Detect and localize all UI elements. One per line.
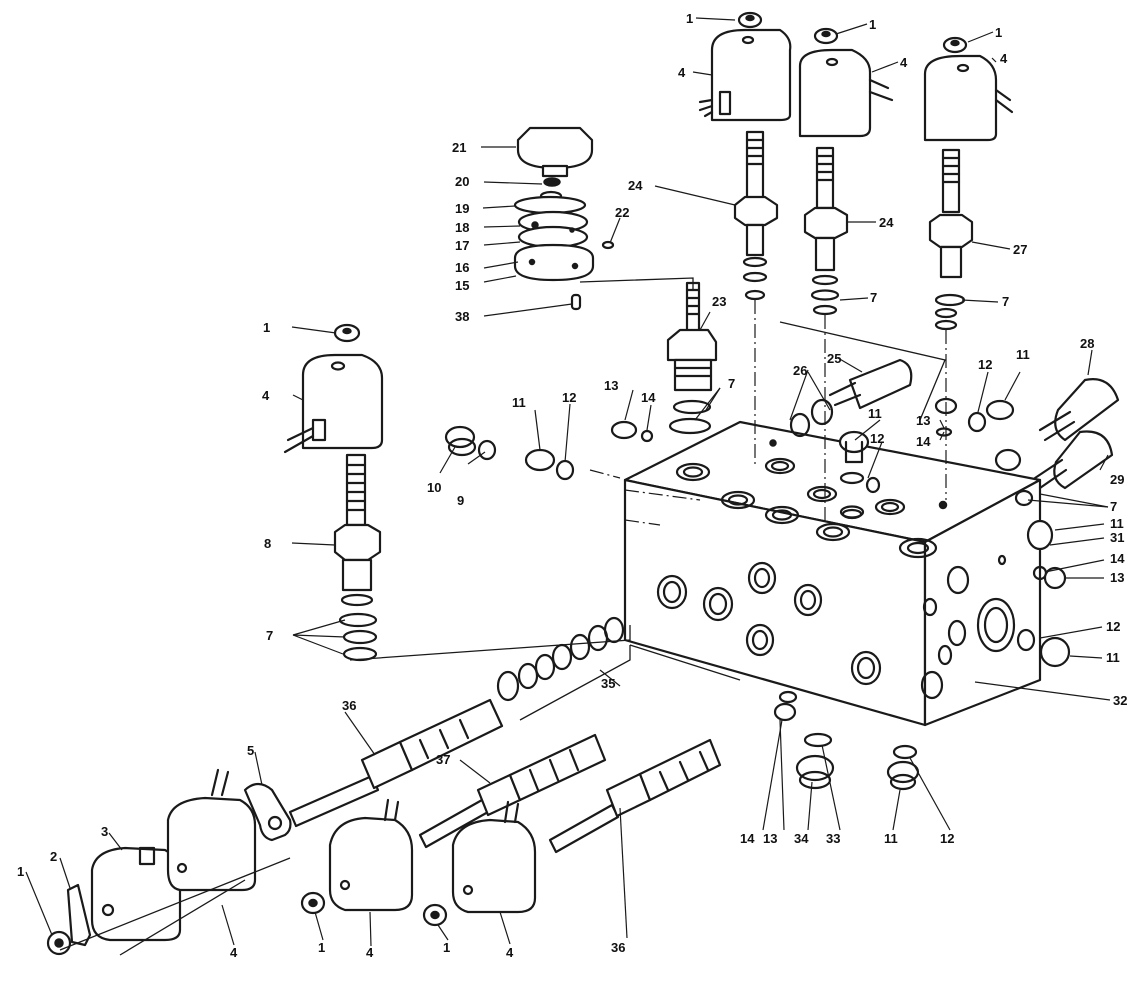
callout-label: 7 (1110, 499, 1117, 514)
callout-label: 36 (342, 698, 356, 713)
manifold-block (623, 420, 1042, 727)
callout-label: 4 (1000, 51, 1008, 66)
callout-label: 13 (604, 378, 618, 393)
callout-label: 35 (601, 676, 615, 691)
callout-label: 13 (1110, 570, 1124, 585)
callout-label: 4 (900, 55, 908, 70)
callout-label: 7 (728, 376, 735, 391)
callout-labels: 1 1 1 4 4 4 21 20 19 18 17 16 15 38 22 2… (17, 11, 1127, 960)
callout-label: 14 (740, 831, 755, 846)
callout-label: 9 (457, 493, 464, 508)
callout-label: 7 (266, 628, 273, 643)
callout-label: 8 (264, 536, 271, 551)
callout-label: 12 (978, 357, 992, 372)
callout-label: 25 (827, 351, 841, 366)
callout-label: 14 (916, 434, 931, 449)
callout-label: 31 (1110, 530, 1124, 545)
callout-label: 32 (1113, 693, 1127, 708)
callout-label: 11 (868, 406, 882, 421)
callout-label: 10 (427, 480, 441, 495)
callout-label: 1 (869, 17, 876, 32)
callout-label: 24 (628, 178, 643, 193)
callout-label: 1 (318, 940, 325, 955)
spool-icon (288, 698, 722, 854)
callout-label: 15 (455, 278, 469, 293)
callout-label: 3 (101, 824, 108, 839)
valve-stem-icon (333, 130, 974, 662)
callout-label: 19 (455, 201, 469, 216)
callout-label: 11 (512, 395, 526, 410)
callout-label: 26 (793, 363, 807, 378)
callout-label: 1 (995, 25, 1002, 40)
callout-label: 12 (1106, 619, 1120, 634)
callout-label: 7 (1002, 294, 1009, 309)
callout-label: 21 (452, 140, 466, 155)
callout-label: 13 (763, 831, 777, 846)
callout-label: 1 (443, 940, 450, 955)
callout-label: 5 (247, 743, 254, 758)
callout-label: 38 (455, 309, 469, 324)
callout-label: 17 (455, 238, 469, 253)
callout-label: 11 (1106, 650, 1120, 665)
callout-label: 4 (506, 945, 514, 960)
solenoid-coil-icon (283, 28, 1014, 454)
check-valve-icon (789, 358, 913, 438)
callout-label: 24 (879, 215, 894, 230)
callout-label: 22 (615, 205, 629, 220)
callout-label: 12 (870, 431, 884, 446)
plug-icon (444, 397, 1071, 791)
callout-label: 13 (916, 413, 930, 428)
callout-label: 11 (1110, 516, 1124, 531)
callout-label: 1 (686, 11, 693, 26)
callout-label: 4 (262, 388, 270, 403)
callout-label: 20 (455, 174, 469, 189)
callout-label: 11 (884, 831, 898, 846)
side-valve-icon (994, 378, 1120, 507)
callout-label: 4 (366, 945, 374, 960)
bottom-coil-icon (66, 768, 537, 947)
callout-label: 29 (1110, 472, 1124, 487)
callout-label: 36 (611, 940, 625, 955)
callout-label: 14 (641, 390, 656, 405)
callout-label: 28 (1080, 336, 1094, 351)
callout-label: 1 (17, 864, 24, 879)
callout-label: 16 (455, 260, 469, 275)
callout-label: 4 (678, 65, 686, 80)
adjustment-knob-icon (513, 126, 615, 311)
relief-valve-icon (666, 281, 718, 435)
callout-label: 4 (230, 945, 238, 960)
callout-label: 12 (940, 831, 954, 846)
callout-label: 37 (436, 752, 450, 767)
callout-label: 18 (455, 220, 469, 235)
callout-label: 34 (794, 831, 809, 846)
callout-label: 33 (826, 831, 840, 846)
callout-label: 27 (1013, 242, 1027, 257)
hex-nut-icon (46, 11, 968, 956)
callout-label: 12 (562, 390, 576, 405)
assembly-centerlines (59, 277, 947, 956)
callout-label: 11 (1016, 347, 1030, 362)
callout-label: 14 (1110, 551, 1125, 566)
callout-label: 7 (870, 290, 877, 305)
callout-label: 1 (263, 320, 270, 335)
callout-label: 2 (50, 849, 57, 864)
callout-label: 23 (712, 294, 726, 309)
